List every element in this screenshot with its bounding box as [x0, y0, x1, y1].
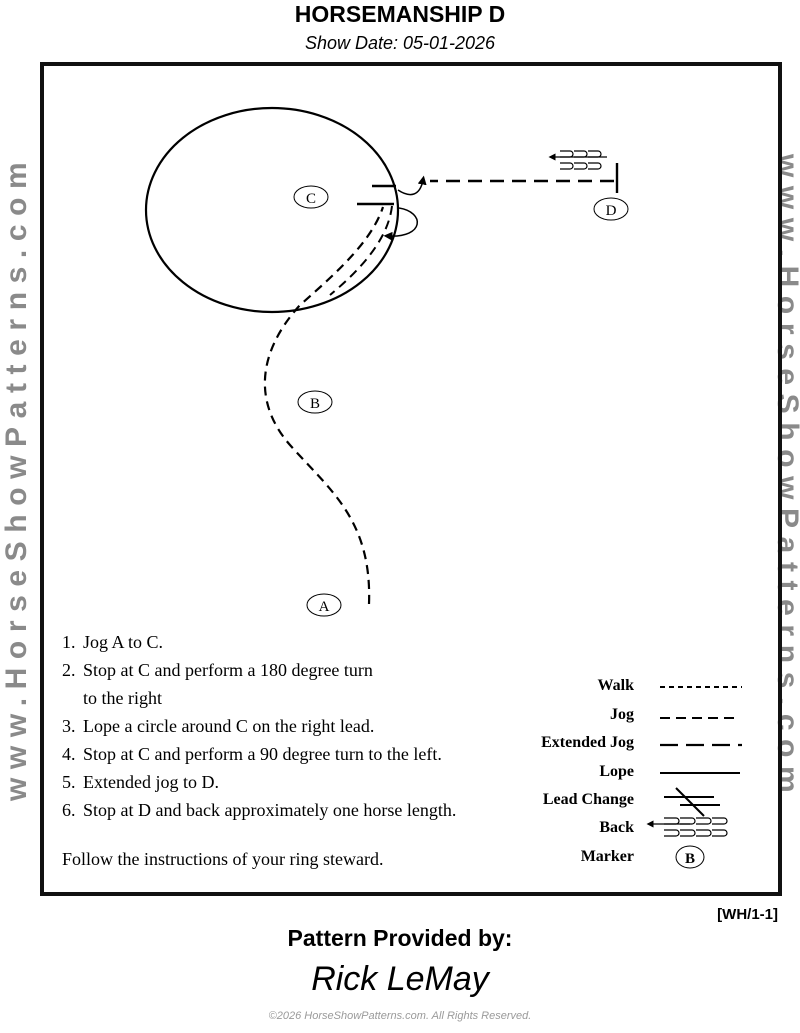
step-text: Lope a circle around C on the right lead… — [83, 716, 375, 736]
step-number: 4. — [62, 744, 76, 764]
legend-marker-label: Marker — [580, 848, 634, 865]
step-number: 2. — [62, 660, 76, 680]
marker-c: C — [293, 185, 329, 209]
instruction-step: 3. Lope a circle around C on the right l… — [62, 712, 502, 740]
legend-walk-label: Walk — [597, 677, 634, 694]
step-text: Extended jog to D. — [83, 772, 219, 792]
jog-return-segment — [329, 205, 393, 296]
legend-back-label: Back — [599, 819, 634, 836]
pattern-code: [WH/1-1] — [717, 906, 778, 923]
marker-a-label: A — [319, 599, 330, 615]
instruction-step: 2. Stop at C and perform a 180 degree tu… — [62, 656, 502, 684]
provided-by-heading: Pattern Provided by: — [287, 925, 513, 951]
turn-90-arrow — [397, 175, 427, 196]
turn-180-arrow — [383, 207, 418, 241]
step-number: 6. — [62, 800, 76, 820]
marker-b-label: B — [310, 396, 320, 412]
legend-lope-label: Lope — [599, 763, 634, 780]
legend-jog-label: Jog — [610, 706, 634, 723]
step-number: 1. — [62, 632, 76, 652]
step-text: Stop at C and perform a 90 degree turn t… — [83, 744, 442, 764]
instruction-step-continuation: to the right — [62, 684, 502, 712]
instruction-list: 1. Jog A to C. 2. Stop at C and perform … — [62, 628, 502, 824]
marker-d: D — [593, 197, 629, 221]
marker-a: A — [306, 593, 342, 617]
marker-c-label: C — [306, 191, 316, 207]
legend-back-symbol — [646, 817, 728, 837]
marker-b: B — [297, 390, 333, 414]
instruction-step: 1. Jog A to C. — [62, 628, 502, 656]
instruction-step: 5. Extended jog to D. — [62, 768, 502, 796]
jog-path-a-to-c — [263, 206, 385, 605]
pattern-title: HORSEMANSHIP D — [294, 1, 506, 27]
instruction-step: 4. Stop at C and perform a 90 degree tur… — [62, 740, 502, 768]
legend-marker-sample: B — [675, 845, 705, 869]
step-text: Stop at C and perform a 180 degree turn — [83, 660, 373, 680]
legend-lead-change-label: Lead Change — [542, 791, 634, 808]
pattern-frame — [40, 62, 782, 896]
ring-steward-note: Follow the instructions of your ring ste… — [62, 849, 384, 869]
author-name: Rick LeMay — [311, 960, 489, 998]
marker-d-label: D — [606, 203, 617, 219]
copyright-notice: ©2026 HorseShowPatterns.com. All Rights … — [268, 1010, 532, 1022]
step-text: Jog A to C. — [83, 632, 164, 652]
step-number: 5. — [62, 772, 76, 792]
legend-extended-jog-label: Extended Jog — [541, 734, 634, 751]
show-date: Show Date: 05-01-2026 — [304, 33, 496, 53]
watermark-right: www.HorseShowPatterns.com — [771, 153, 800, 802]
step-text: Stop at D and back approximately one hor… — [83, 800, 457, 820]
legend-marker-sample-label: B — [685, 851, 695, 867]
back-symbol-d — [548, 150, 607, 170]
instruction-step: 6. Stop at D and back approximately one … — [62, 796, 502, 824]
legend-lead-change-symbol — [664, 787, 720, 817]
lope-circle-path — [144, 106, 400, 314]
step-text-continuation: to the right — [83, 688, 162, 708]
step-number: 3. — [62, 716, 76, 736]
